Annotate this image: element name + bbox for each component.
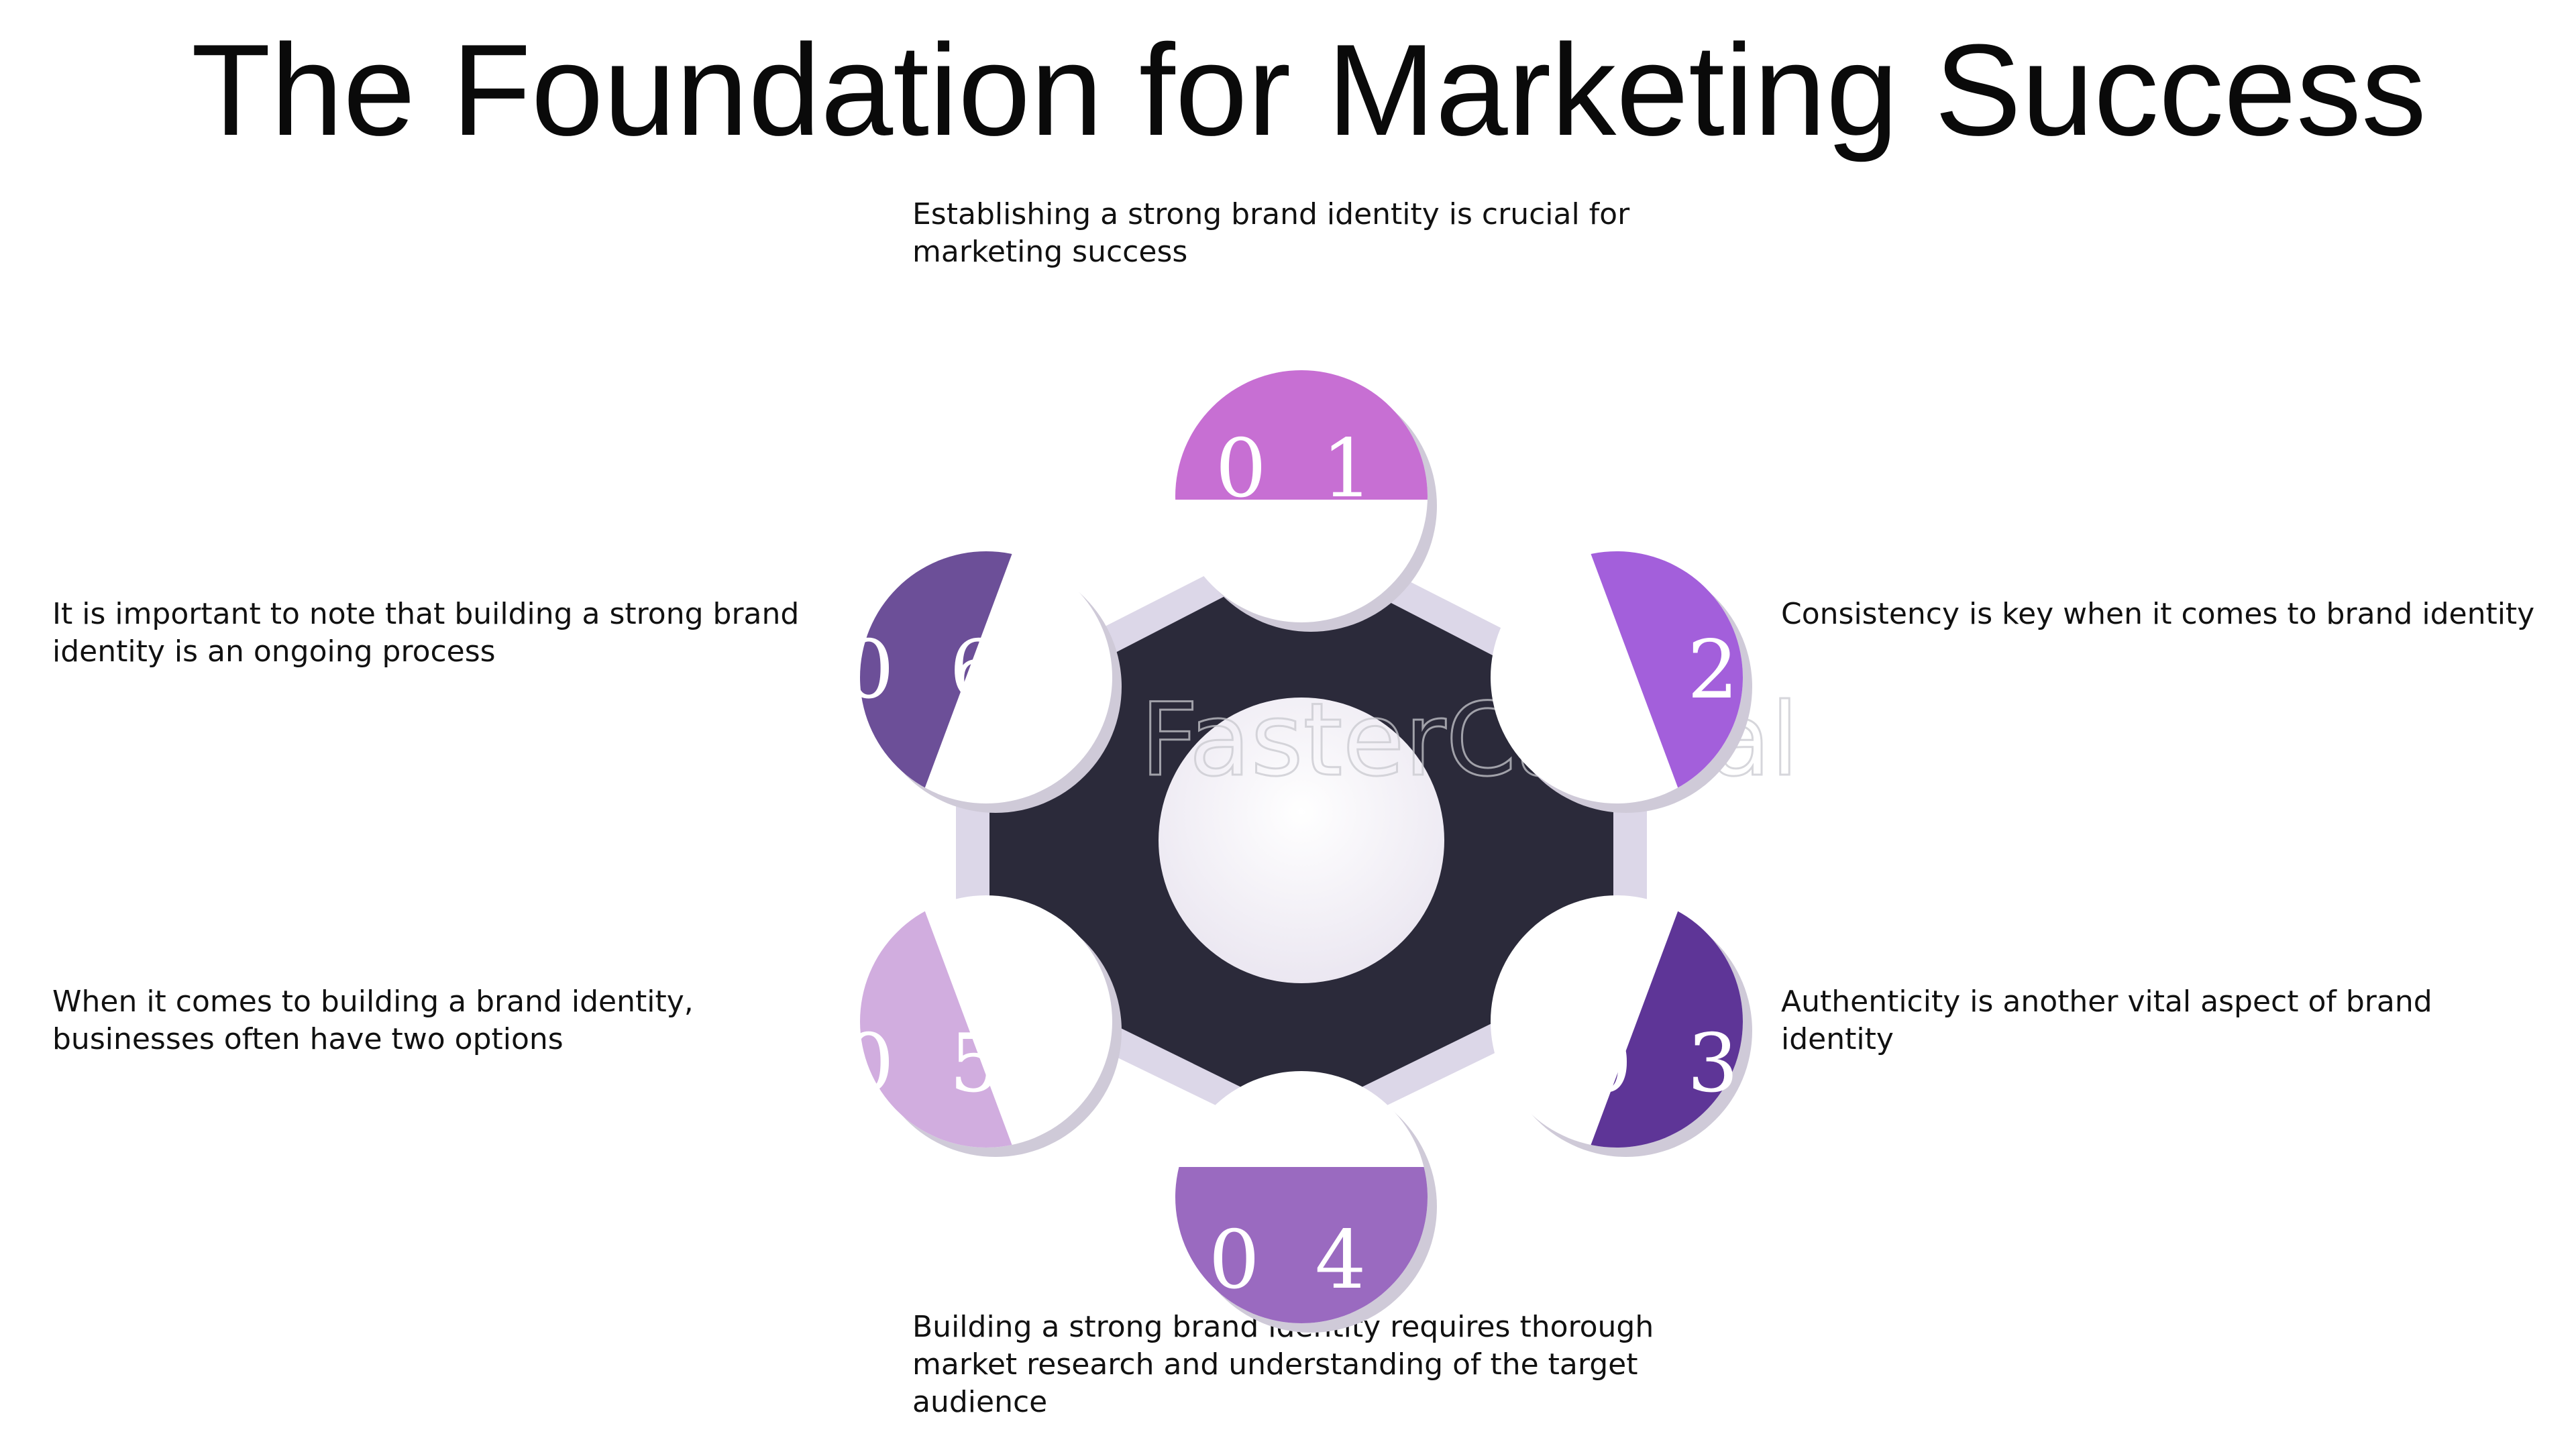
- step-node-02: 0 2: [1491, 551, 1754, 813]
- node-color-segment: [1175, 370, 1428, 500]
- step-node-05: 0 5: [843, 895, 1122, 1157]
- step-01-number: 0 1: [1216, 423, 1388, 516]
- step-06-text: It is important to note that building a …: [52, 597, 800, 669]
- step-05-text: When it comes to building a brand identi…: [52, 985, 694, 1056]
- step-03-number: 0 3: [1581, 1017, 1754, 1111]
- step-nodes: 0 1 0 2 0 3 0 4 0 5 0 6: [843, 370, 1754, 1333]
- node-color-segment: [1590, 551, 1743, 803]
- step-node-06: 0 6: [843, 551, 1122, 813]
- node-color-segment: [1590, 895, 1743, 1148]
- step-02-number: 0 2: [1581, 624, 1754, 717]
- step-node-04: 0 4: [1175, 1071, 1437, 1333]
- node-color-segment: [860, 895, 1013, 1148]
- step-03-text: Authenticity is another vital aspect of …: [1781, 985, 2432, 1056]
- step-02-text: Consistency is key when it comes to bran…: [1781, 597, 2535, 631]
- node-color-segment: [1175, 1167, 1428, 1323]
- step-node-03: 0 3: [1491, 895, 1754, 1157]
- page-title: The Foundation for Marketing Success: [191, 17, 2427, 163]
- step-04-text: Building a strong brand identity require…: [912, 1310, 1654, 1419]
- center-circle: [1159, 698, 1444, 983]
- node-color-segment: [860, 551, 1013, 803]
- step-04-number: 0 4: [1209, 1214, 1381, 1307]
- step-06-number: 0 6: [843, 624, 1016, 717]
- step-05-number: 0 5: [843, 1017, 1016, 1111]
- step-node-01: 0 1: [1175, 370, 1437, 632]
- step-01-text: Establishing a strong brand identity is …: [912, 197, 1630, 269]
